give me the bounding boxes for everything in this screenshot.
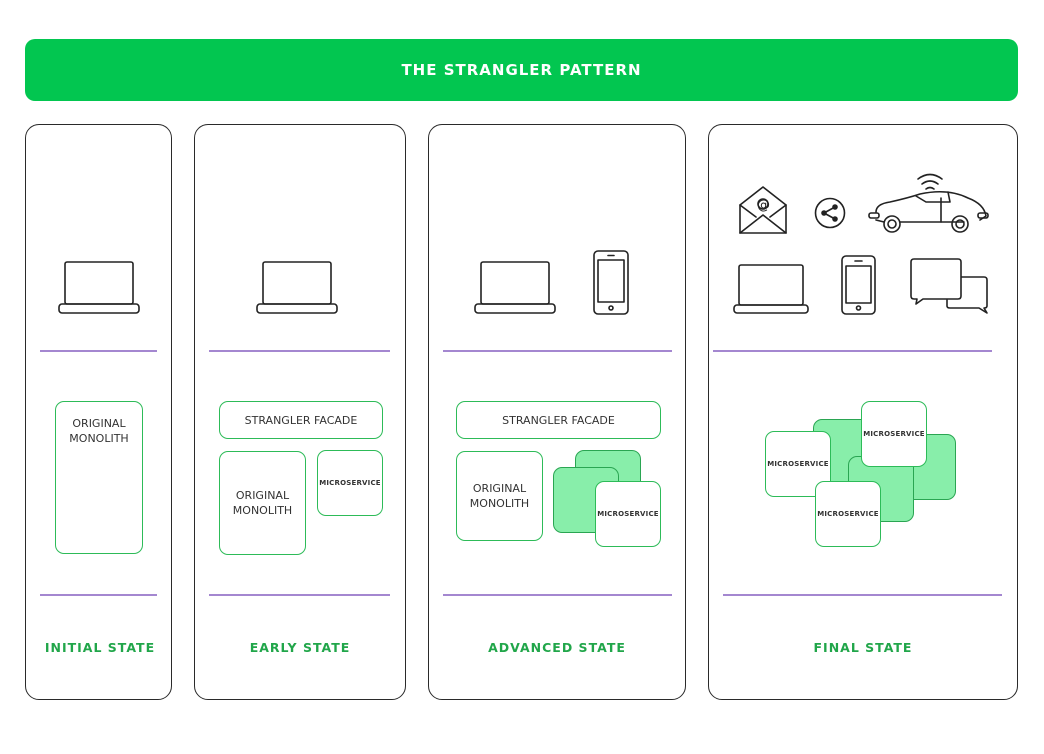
panel-initial-state [25,124,172,700]
laptop-icon [474,261,556,314]
divider [40,350,157,352]
monolith-label: ORIGINAL MONOLITH [69,417,129,445]
divider [713,350,992,352]
laptop-icon [733,264,809,314]
microservice-box: MICROSERVICE [815,481,881,547]
state-label: ADVANCED STATE [488,640,626,655]
svg-text:@: @ [757,198,770,213]
panel-early-state [194,124,406,700]
divider [40,594,157,596]
divider [443,350,672,352]
original-monolith-box: ORIGINAL MONOLITH [219,451,306,555]
microservice-box: MICROSERVICE [317,450,383,516]
diagram-title: THE STRANGLER PATTERN [401,61,642,79]
microservice-box: MICROSERVICE [861,401,927,467]
divider [723,594,1002,596]
chat-icon [910,258,988,314]
phone-icon [593,250,629,315]
divider [209,594,390,596]
strangler-facade-box: STRANGLER FACADE [219,401,383,439]
share-icon [814,197,846,229]
email-icon: @ [739,186,787,234]
laptop-icon [58,261,140,314]
state-label: FINAL STATE [813,640,913,655]
divider [443,594,672,596]
laptop-icon [256,261,338,314]
title-banner: THE STRANGLER PATTERN [25,39,1018,101]
state-label: INITIAL STATE [44,640,156,655]
monolith-label: ORIGINAL MONOLITH [469,482,530,510]
original-monolith-box: ORIGINAL MONOLITH [55,401,143,554]
phone-icon [841,255,876,315]
monolith-label: ORIGINAL MONOLITH [232,489,293,517]
state-label: EARLY STATE [249,640,351,655]
microservice-box: MICROSERVICE [595,481,661,547]
panel-final-state [708,124,1018,700]
original-monolith-box: ORIGINAL MONOLITH [456,451,543,541]
panel-advanced-state [428,124,686,700]
divider [209,350,390,352]
connected-car-icon [868,173,989,233]
strangler-facade-box: STRANGLER FACADE [456,401,661,439]
